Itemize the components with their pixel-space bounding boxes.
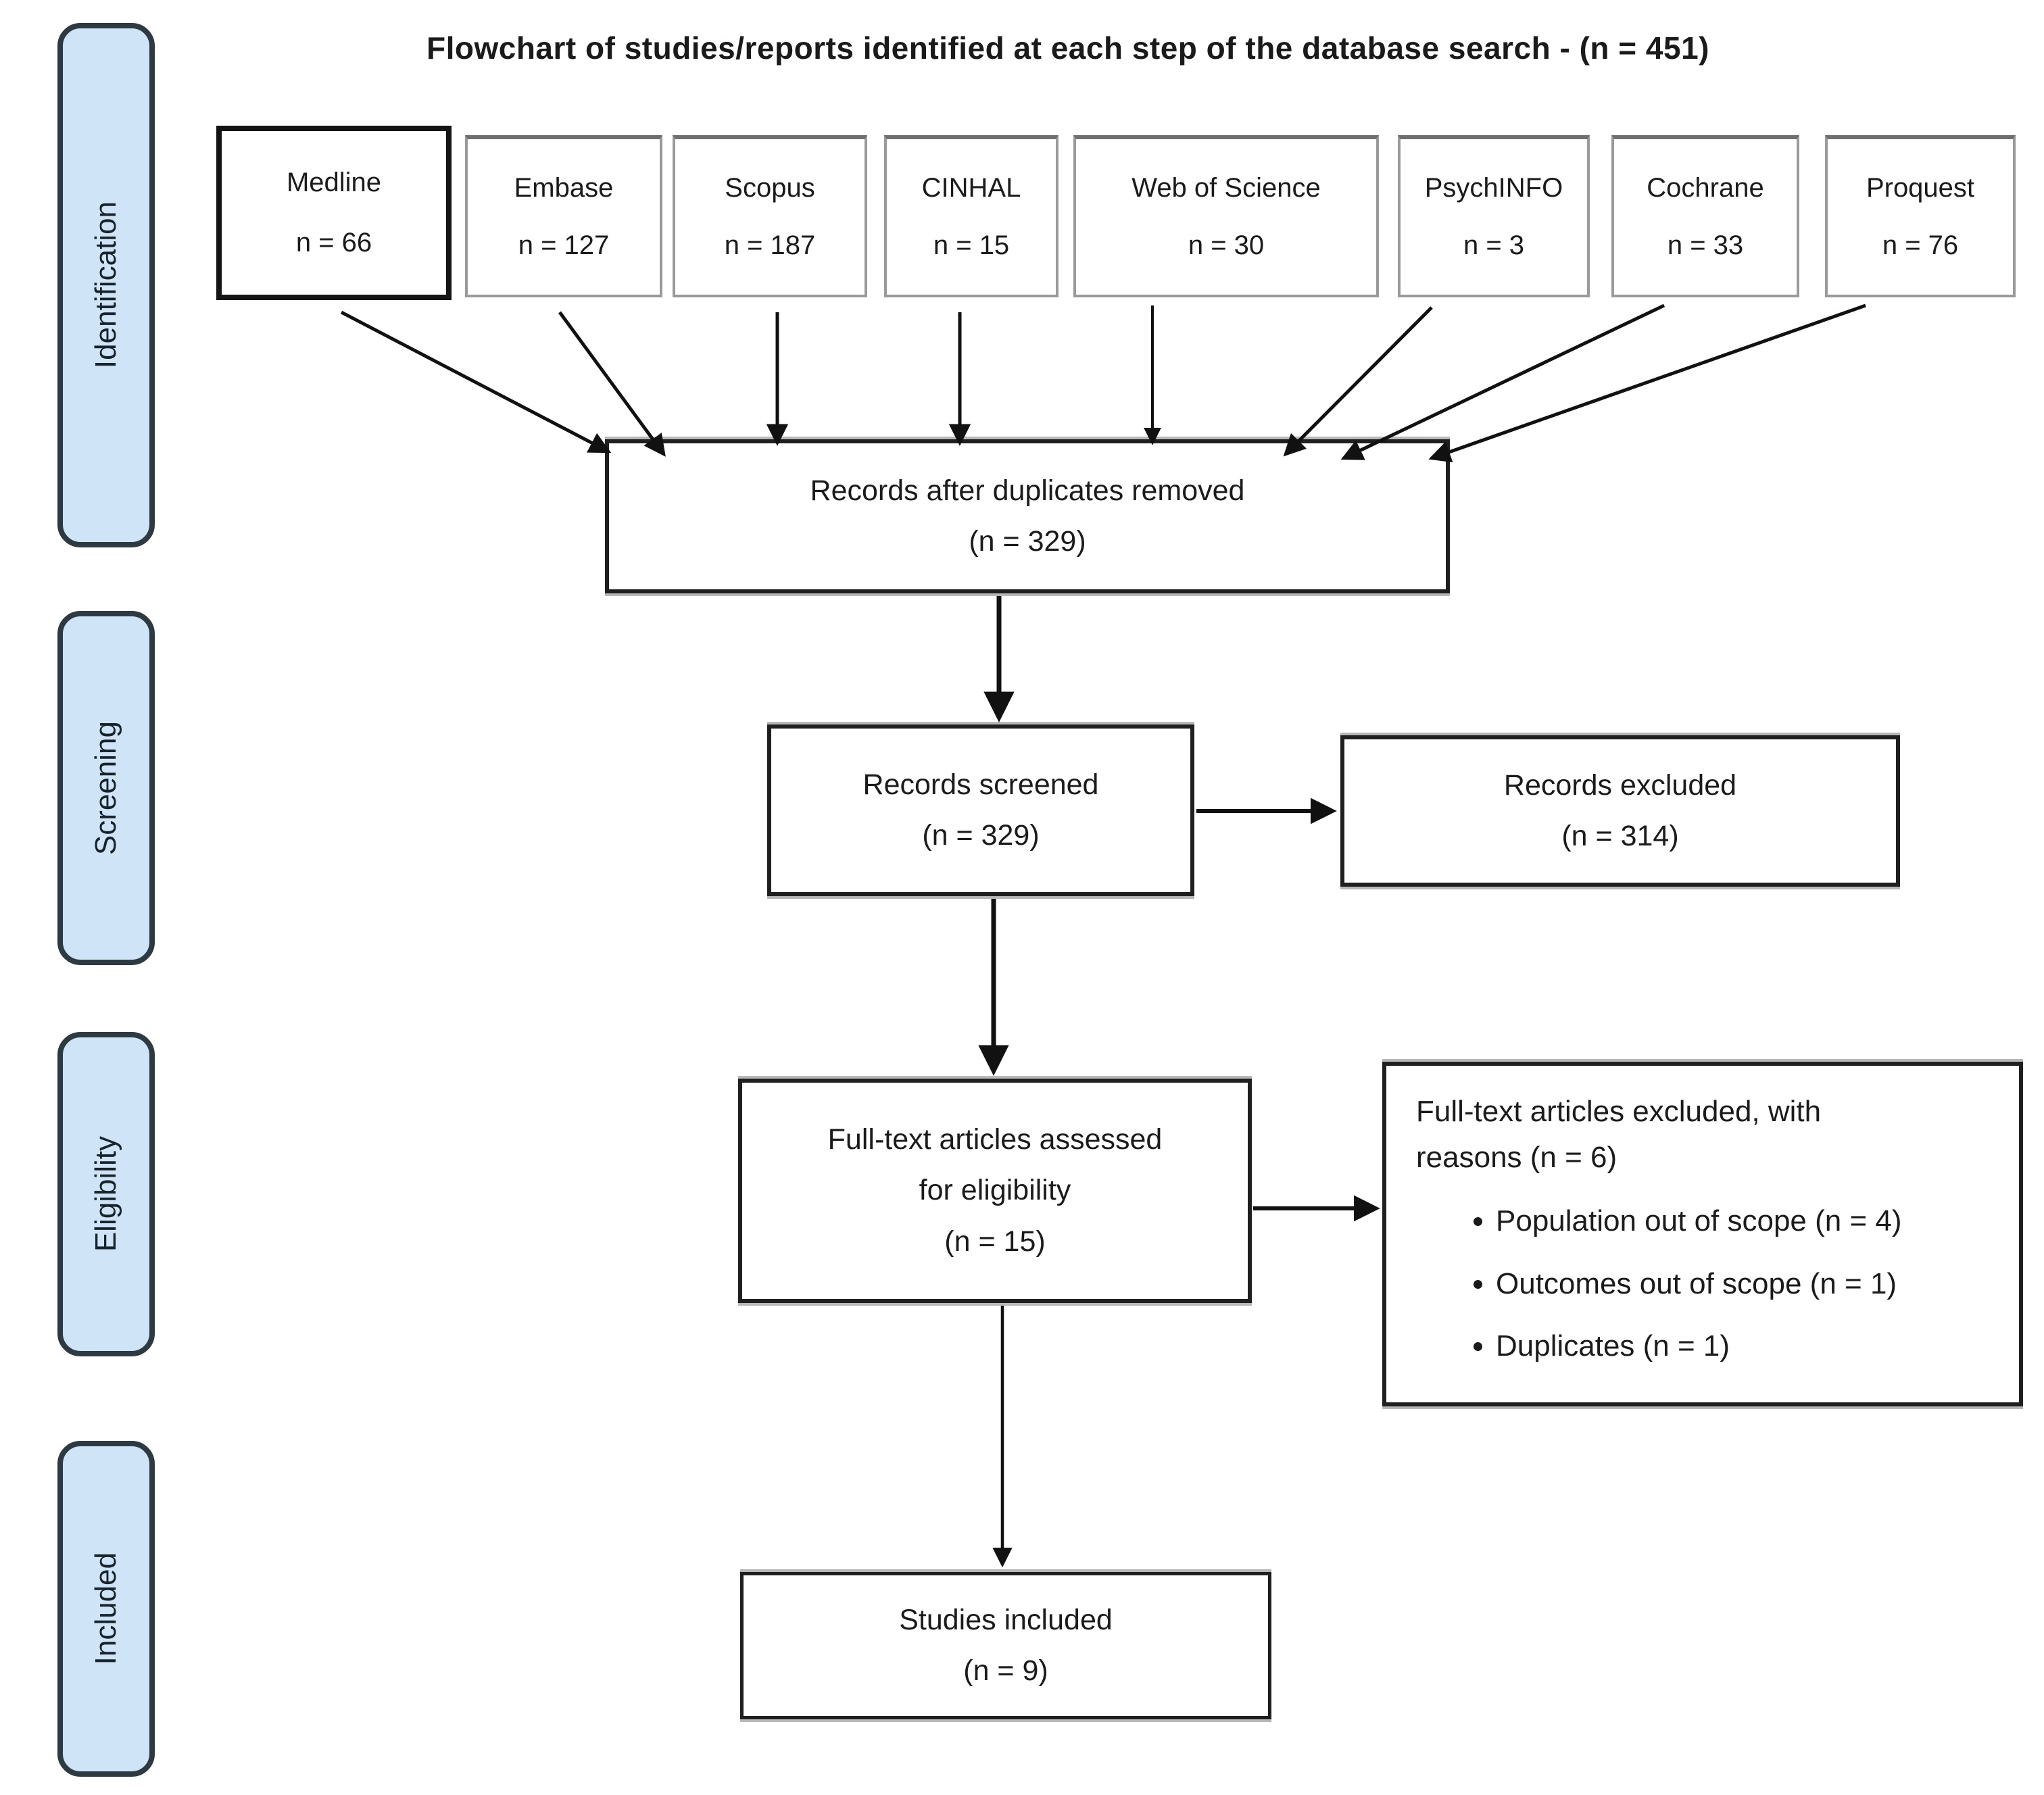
box-count: (n = 329) <box>969 525 1086 558</box>
db-box-embase: Embase n = 127 <box>465 135 662 297</box>
exclusion-reasons-list: Population out of scope (n = 4) Outcomes… <box>1416 1198 1902 1385</box>
db-box-web-of-science: Web of Science n = 30 <box>1073 135 1379 297</box>
box-count: (n = 9) <box>963 1654 1048 1687</box>
box-records-screened: Records screened (n = 329) <box>767 724 1194 896</box>
db-name: PsychINFO <box>1424 173 1563 203</box>
db-name: Proquest <box>1866 173 1975 203</box>
db-count: n = 66 <box>295 228 372 257</box>
db-box-cinhal: CINHAL n = 15 <box>884 135 1058 297</box>
db-count: n = 76 <box>1882 230 1959 260</box>
stage-chip-identification: Identification <box>57 23 155 547</box>
stage-chip-eligibility: Eligibility <box>57 1032 155 1356</box>
db-count: n = 3 <box>1463 230 1525 260</box>
db-name: Web of Science <box>1132 173 1321 203</box>
db-name: Cochrane <box>1647 173 1764 203</box>
db-box-scopus: Scopus n = 187 <box>673 135 867 297</box>
bullet-item: Duplicates (n = 1) <box>1496 1323 1902 1369</box>
db-name: CINHAL <box>921 173 1021 203</box>
box-count: (n = 15) <box>944 1225 1046 1258</box>
db-box-medline: Medline n = 66 <box>216 126 452 300</box>
arrow-psychinfo-to-dedup <box>1283 306 1433 457</box>
db-count: n = 127 <box>518 230 610 260</box>
db-count: n = 30 <box>1188 230 1265 260</box>
arrow-medline-to-dedup <box>340 310 612 453</box>
arrow-embase-to-dedup <box>558 311 666 457</box>
stage-label: Included <box>89 1552 122 1665</box>
db-count: n = 187 <box>724 230 816 260</box>
db-count: n = 15 <box>933 230 1010 260</box>
box-count: (n = 314) <box>1561 820 1679 852</box>
box-line: Studies included <box>899 1603 1113 1636</box>
box-studies-included: Studies included (n = 9) <box>740 1572 1271 1719</box>
arrow-cochrane-to-dedup <box>1340 303 1665 460</box>
box-records-after-duplicates-removed: Records after duplicates removed (n = 32… <box>605 439 1450 593</box>
arrow-proquest-to-dedup <box>1428 303 1866 463</box>
stage-label: Screening <box>89 720 122 856</box>
db-box-proquest: Proquest n = 76 <box>1825 135 2016 297</box>
db-name: Scopus <box>725 173 815 203</box>
stage-chip-screening: Screening <box>57 611 155 965</box>
box-line: reasons (n = 6) <box>1416 1141 1617 1175</box>
box-line: Full-text articles excluded, with <box>1416 1095 1822 1128</box>
db-name: Embase <box>514 173 614 203</box>
db-box-cochrane: Cochrane n = 33 <box>1611 135 1799 297</box>
db-box-psychinfo: PsychINFO n = 3 <box>1398 135 1590 297</box>
stage-label: Identification <box>89 201 122 369</box>
box-line: Records excluded <box>1503 768 1737 802</box>
box-line: Records screened <box>862 768 1099 801</box>
box-line: for eligibility <box>919 1174 1071 1207</box>
stage-chip-included: Included <box>57 1441 155 1777</box>
db-count: n = 33 <box>1667 230 1744 260</box>
box-fulltext-excluded: Full-text articles excluded, with reason… <box>1382 1062 2023 1406</box>
box-line: Records after duplicates removed <box>810 474 1245 507</box>
bullet-item: Population out of scope (n = 4) <box>1496 1198 1902 1244</box>
box-line: Full-text articles assessed <box>827 1123 1163 1156</box>
stage-label: Eligibility <box>89 1136 122 1252</box>
db-name: Medline <box>286 168 382 197</box>
box-fulltext-assessed: Full-text articles assessed for eligibil… <box>738 1079 1252 1303</box>
bullet-item: Outcomes out of scope (n = 1) <box>1496 1261 1902 1307</box>
box-count: (n = 329) <box>922 819 1040 852</box>
page-title: Flowchart of studies/reports identified … <box>426 30 1709 66</box>
box-records-excluded: Records excluded (n = 314) <box>1340 735 1900 887</box>
